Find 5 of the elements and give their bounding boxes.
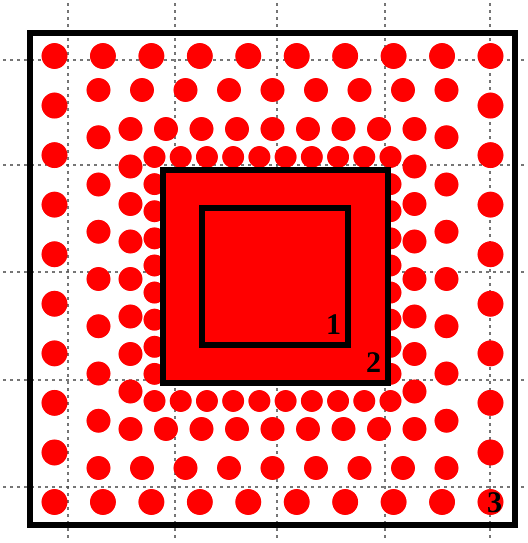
square-region (160, 167, 391, 386)
square-region (199, 205, 351, 348)
region-number: 3 (487, 488, 502, 518)
region-number: 1 (326, 310, 341, 340)
region-number: 2 (366, 348, 381, 378)
